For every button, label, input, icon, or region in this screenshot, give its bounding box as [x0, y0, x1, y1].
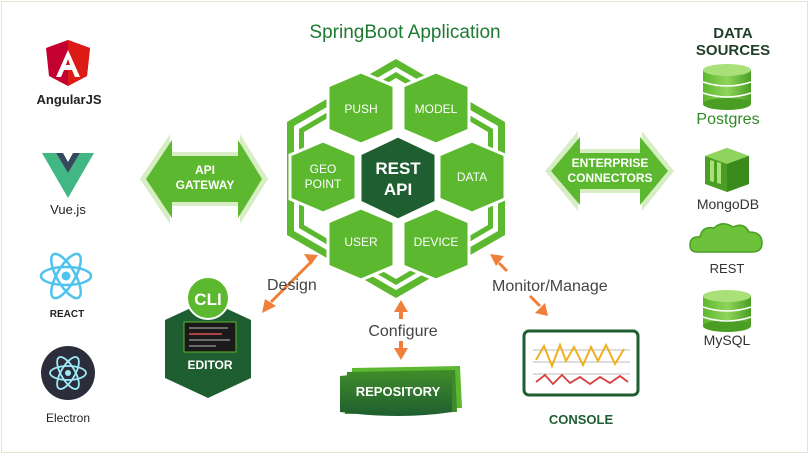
- repository-label: REPOSITORY: [356, 384, 441, 399]
- hex-model: [401, 70, 471, 146]
- hex-device-label: DEVICE: [414, 235, 459, 249]
- data-sources-title-line1: DATA: [713, 25, 753, 42]
- data-sources-title-line2: SOURCES: [696, 42, 770, 59]
- hex-push: [326, 70, 396, 146]
- frontend-label-vuejs: Vue.js: [50, 202, 86, 217]
- data-source-label-mongodb: MongoDB: [697, 196, 759, 212]
- cli-editor-icon: [165, 276, 251, 398]
- hex-user: [326, 206, 396, 282]
- cli-badge-label: CLI: [194, 290, 221, 309]
- hex-rest-api: [358, 134, 438, 222]
- data-source-label-mysql: MySQL: [704, 332, 751, 348]
- hex-user-label: USER: [344, 235, 378, 249]
- api-gateway-label-line2: GATEWAY: [176, 178, 235, 192]
- hex-rest-api-label-line1: REST: [375, 159, 421, 178]
- vuejs-logo-icon: [42, 153, 94, 198]
- frontend-label-react: REACT: [50, 309, 84, 320]
- hex-geo-label-line1: GEO: [310, 162, 337, 176]
- hex-rest-api-label-line2: API: [384, 180, 412, 199]
- hex-push-label: PUSH: [344, 102, 377, 116]
- data-source-label-rest: REST: [710, 261, 745, 276]
- hex-data: [437, 139, 507, 215]
- mysql-database-icon: [702, 290, 752, 332]
- configure-double-arrow: [394, 300, 408, 360]
- monitor-double-arrow: [490, 254, 548, 316]
- flow-label-configure: Configure: [368, 323, 437, 340]
- rest-cloud-icon: [689, 223, 763, 253]
- repository-folder-icon: [340, 366, 462, 416]
- hex-data-label: DATA: [457, 170, 487, 184]
- api-gateway-arrow: [140, 134, 268, 224]
- flow-label-monitor: Monitor/Manage: [492, 278, 608, 295]
- console-monitor-icon: [522, 329, 640, 397]
- hex-model-label: MODEL: [415, 102, 458, 116]
- react-logo-icon: [39, 252, 93, 300]
- enterprise-connectors-arrow: [545, 131, 674, 211]
- design-double-arrow: [262, 254, 318, 313]
- flow-label-design: Design: [267, 277, 317, 294]
- data-source-label-postgres: Postgres: [696, 111, 759, 128]
- api-gateway-label-line1: API: [195, 163, 215, 177]
- electron-logo-icon: [41, 346, 95, 400]
- hex-geo-label-line2: POINT: [305, 177, 342, 191]
- console-label: CONSOLE: [549, 412, 614, 427]
- frontend-label-electron: Electron: [46, 411, 90, 425]
- enterprise-label-line2: CONNECTORS: [567, 171, 652, 185]
- postgres-database-icon: [702, 64, 752, 110]
- cli-editor-label: EDITOR: [187, 358, 232, 372]
- mongodb-box-icon: [705, 148, 749, 192]
- angularjs-logo-icon: [46, 40, 90, 86]
- enterprise-label-line1: ENTERPRISE: [572, 156, 649, 170]
- hex-device: [401, 206, 471, 282]
- frontend-label-angularjs: AngularJS: [36, 92, 101, 107]
- hex-geo-point: [288, 139, 358, 215]
- diagram-title: SpringBoot Application: [309, 22, 500, 43]
